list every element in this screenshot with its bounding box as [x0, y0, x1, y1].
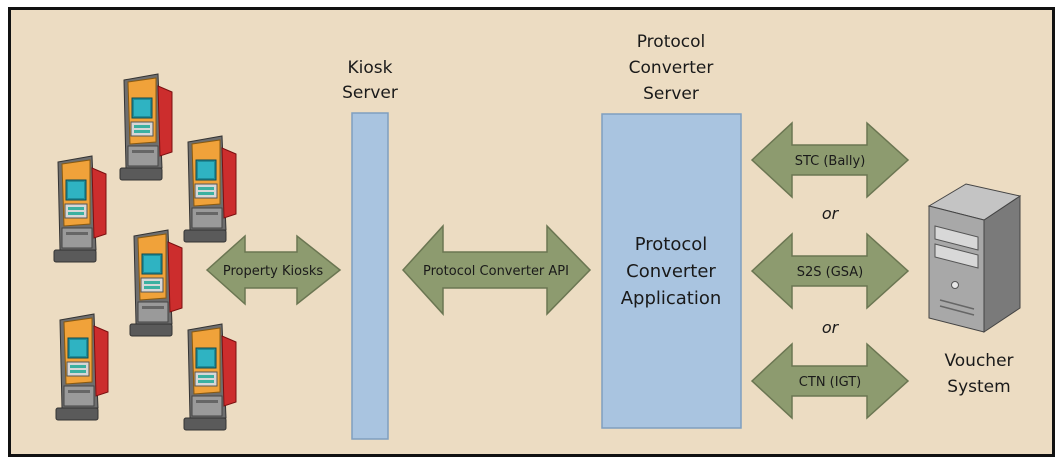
protocol-converter-api-arrow [401, 224, 592, 316]
stc-bally-label: STC (Bally) [795, 154, 866, 169]
server-tower-icon [927, 183, 1022, 333]
or-label-1: or [822, 204, 840, 223]
stc-bally-arrow [750, 121, 910, 199]
s2s-gsa-arrow [750, 232, 910, 310]
kiosk-server-label-line1: Kiosk [348, 58, 393, 78]
pc-application-label-line3: Application [621, 288, 722, 309]
pc-server-label-line3: Server [643, 84, 699, 104]
kiosk-server-label-line2: Server [342, 83, 398, 103]
ctn-igt-label: CTN (IGT) [799, 375, 861, 390]
s2s-gsa-label: S2S (GSA) [797, 265, 864, 280]
pc-server-label-line2: Converter [629, 58, 714, 78]
or-label-2: or [822, 318, 840, 337]
pc-application-label-line1: Protocol [635, 234, 708, 255]
kiosk-server-bar [351, 112, 389, 440]
protocol-converter-server-box [601, 113, 742, 429]
voucher-system-label-line1: Voucher [944, 351, 1013, 371]
voucher-system-label-line2: System [947, 377, 1010, 397]
protocol-converter-api-label: Protocol Converter API [423, 264, 569, 279]
pc-server-label-line1: Protocol [637, 32, 706, 52]
property-kiosks-label: Property Kiosks [223, 264, 324, 279]
ctn-igt-arrow [750, 342, 910, 420]
property-kiosks-arrow [205, 234, 342, 306]
pc-application-label-line2: Converter [626, 261, 716, 282]
